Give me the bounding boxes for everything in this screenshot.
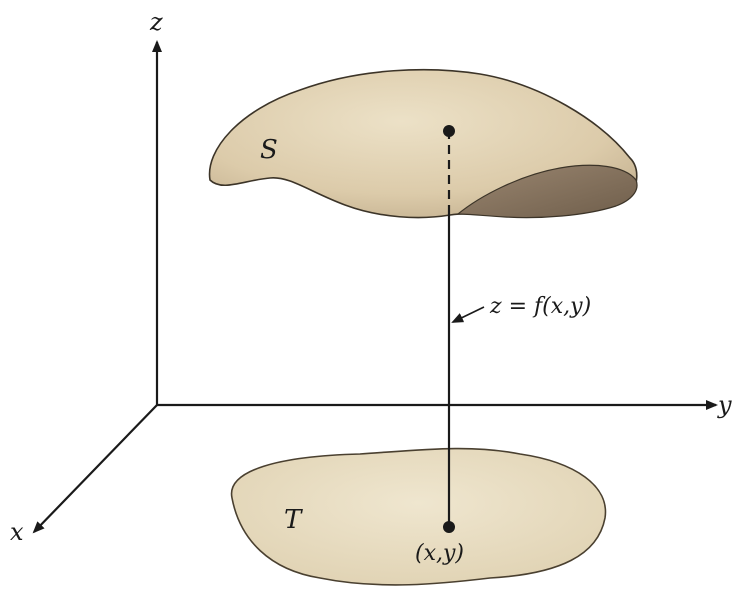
function-label-pointer (451, 306, 485, 323)
surface-point (443, 125, 455, 137)
surface-label: S (260, 135, 278, 165)
x-axis-label: x (10, 518, 24, 546)
region-t (230, 447, 607, 586)
point-label: (x,y) (415, 541, 464, 566)
x-axis (32, 404, 158, 534)
function-label: z = f(x,y) (489, 294, 591, 319)
base-point (443, 521, 455, 533)
z-axis-label: z (149, 8, 163, 36)
surface-underside-shading (456, 164, 638, 219)
region-label: T (284, 505, 303, 535)
y-axis-label: y (717, 391, 732, 419)
